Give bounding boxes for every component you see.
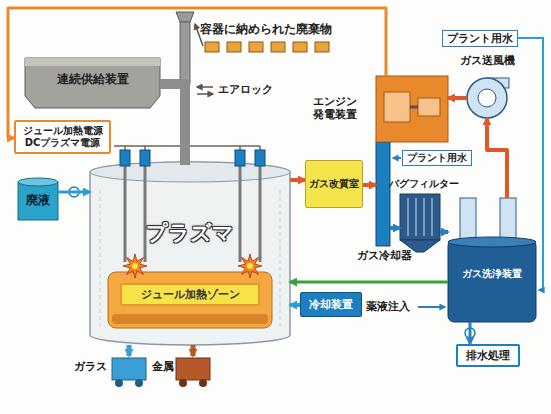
- gas-cooler-label: ガス冷却器: [354, 249, 414, 262]
- glass-cart: ガラス: [70, 352, 148, 392]
- wastewater-box: 排水処理: [456, 344, 520, 367]
- metal-cart-outline: [176, 356, 210, 386]
- engine-generator: エンジン発電装置: [310, 76, 448, 142]
- feed-pipe: [160, 84, 185, 165]
- gas-reformer: ガス改質室: [305, 160, 363, 208]
- engine-generator-label: エンジン発電装置: [310, 95, 360, 121]
- gas-blower: ガス送風機: [447, 54, 527, 120]
- wastewater-box-label: 排水処理: [466, 349, 510, 362]
- gas-scrubber-label: ガス洗浄装置: [448, 268, 536, 280]
- drain-line: [469, 322, 472, 344]
- cooling-unit: 冷却装置: [300, 292, 362, 317]
- gas-cooler-column: [376, 142, 401, 246]
- melting-furnace: プラズマジュール加熱ゾーン: [90, 165, 290, 345]
- metal-cart: 金属: [150, 352, 212, 392]
- gas-flow-arrow: [487, 118, 507, 198]
- bag-filter-label: バグフィルター: [388, 178, 460, 190]
- return-line: [290, 281, 448, 284]
- gas-scrubber: ガス洗浄装置: [448, 198, 536, 322]
- chemical-injection-label: 薬液注入: [366, 300, 410, 313]
- gas-blower-outline: [467, 78, 507, 118]
- engine-generator-outline: [376, 76, 448, 142]
- engine-generator-unit: [376, 76, 448, 142]
- waste-liquid-cylinder: [18, 178, 79, 220]
- plant-water-label: プラント用水: [442, 30, 518, 47]
- blower-fan: [467, 78, 509, 118]
- joule-heating-zone: ジュール加熱ゾーン: [120, 283, 260, 306]
- power-supply-box: ジュール加熱電源 DCプラズマ電源: [14, 120, 111, 154]
- furnace-body: [90, 162, 290, 345]
- bag-filter-housing: [400, 194, 440, 252]
- gas-cooler-outline: [376, 142, 390, 246]
- plant-water-label: プラント用水: [402, 150, 472, 166]
- carts: [112, 358, 210, 387]
- bag-filter: バグフィルター: [388, 178, 460, 252]
- cooling-unit-label: 冷却装置: [309, 298, 353, 311]
- glass-cart-outline: [112, 356, 146, 386]
- joule-heating-zone-label: ジュール加熱ゾーン: [130, 288, 250, 301]
- gas-flow-arrow: [448, 96, 467, 100]
- gas-flow-arrow: [390, 226, 400, 230]
- airlock-label: エアロック: [218, 83, 273, 96]
- gas-blower-label: ガス送風機: [447, 54, 527, 67]
- coolant-arrow: [290, 303, 300, 307]
- feeder-hopper-label: 連続供給装置: [25, 72, 160, 86]
- feeder-hopper: 連続供給装置: [25, 58, 160, 108]
- liquid-feed-line: [58, 191, 90, 194]
- gas-flow-arrow: [290, 178, 305, 182]
- power-supply-box-label: ジュール加熱電源 DCプラズマ電源: [21, 125, 104, 149]
- discharge-arrow: [127, 345, 132, 356]
- gas-flow-arrow: [440, 230, 448, 234]
- melting-furnace-label: プラズマ: [90, 221, 290, 246]
- waste-liquid-tank-label: 廃液: [18, 193, 58, 207]
- gas-flow-arrow: [363, 183, 376, 187]
- gas-scrubber-outline: [448, 198, 536, 322]
- waste-containers-label: 容器に納められた廃棄物: [200, 22, 332, 36]
- discharge-arrow: [191, 345, 196, 356]
- plasma-arcs: [123, 254, 262, 278]
- bag-filter-outline: [400, 194, 440, 252]
- waste-liquid-tank: 廃液: [18, 176, 58, 220]
- glass-cart-label: ガラス: [70, 360, 110, 373]
- melting-furnace-outline: [90, 165, 290, 345]
- metal-cart-label: 金属: [150, 360, 176, 373]
- plasma-electrodes: [120, 150, 265, 262]
- gas-reformer-label: ガス改質室: [309, 178, 359, 190]
- hopper: [25, 58, 160, 108]
- power-line: [8, 8, 386, 138]
